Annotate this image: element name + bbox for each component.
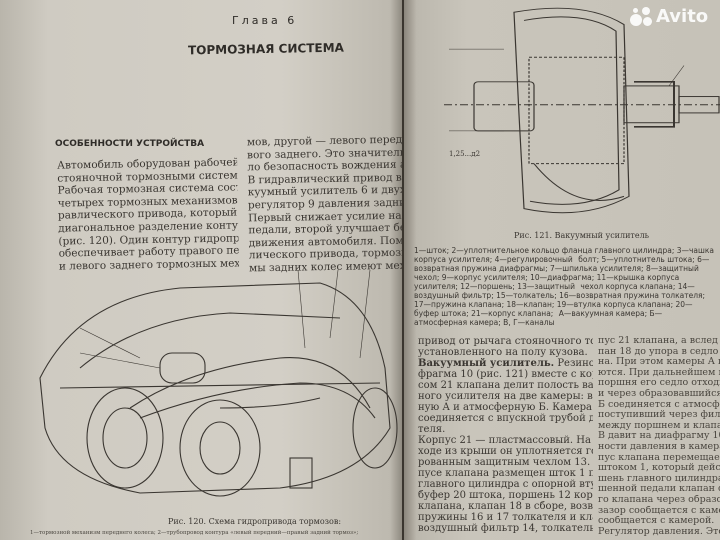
text-run: главного цилиндра с опорной втулкой, xyxy=(418,479,593,490)
text-line: сом 21 клапана делит полость вакуум- xyxy=(418,380,593,391)
watermark-text: Avito xyxy=(656,6,709,27)
text-line: ности давления в камерах А и xyxy=(598,441,720,452)
text-run: Корпус 21 — пластмассовый. На вы- xyxy=(418,435,593,446)
avito-logo-icon xyxy=(630,6,652,27)
text-run: ную А и атмосферную Б. Камера А xyxy=(418,402,593,413)
text-run: воздушный фильтр 14, толкатель 15 xyxy=(418,523,593,534)
figure-121-legend: 1—шток; 2—уплотнительное кольцо фланца г… xyxy=(414,246,714,327)
text-line: буфер 20 штока, поршень 12 корпуса xyxy=(418,490,593,501)
text-line: рованным защитным чехлом 13. В кор- xyxy=(418,457,593,468)
text-run: пусе клапана размещен шток 1 привода xyxy=(418,468,593,479)
text-run: буфер 20 штока, поршень 12 корпуса xyxy=(418,490,593,501)
text-line: между поршнем и клапаном xyxy=(598,420,720,431)
text-run: ходе из крыши он уплотняется гофри- xyxy=(418,446,593,457)
right-page: 1,25...д2 Рис. 121. Вакуумный усилитель … xyxy=(404,0,720,540)
legend-line: болт; 5—уплотнитель штока; 6—возвратная … xyxy=(414,255,710,273)
legend-line: 1—шток; 2—уплотнительное кольцо фланца г… xyxy=(414,246,715,264)
text-run: рованным защитным чехлом 13. В кор- xyxy=(418,457,593,468)
text-run: фрагма 10 (рис. 121) вместе с корпу- xyxy=(418,369,593,380)
section-heading: ОСОБЕННОСТИ УСТРОЙСТВА xyxy=(55,139,205,149)
right-text-column-2: пус 21 клапана, а вслед за нимпан 18 до … xyxy=(598,336,720,537)
text-line: шенной педали клапан отходит xyxy=(598,484,720,495)
text-line: ходе из крыши он уплотняется гофри- xyxy=(418,446,593,457)
text-line: главного цилиндра с опорной втулкой, xyxy=(418,479,593,490)
text-run: привод от рычага стояночного тормоза, xyxy=(418,336,593,347)
text-line: пружины 16 и 17 толкателя и клапана, xyxy=(418,512,593,523)
text-line: соединяется с впускной трубой двига- xyxy=(418,413,593,424)
text-line: шень главного цилиндра. П xyxy=(598,473,720,484)
text-line: Регулятор давления. Это у xyxy=(598,526,720,537)
text-line: фрагма 10 (рис. 121) вместе с корпу- xyxy=(418,369,593,380)
text-line: ного усилителя на две камеры: вакуум- xyxy=(418,391,593,402)
figure-121-caption: Рис. 121. Вакуумный усилитель xyxy=(514,231,650,240)
text-line: зазор сообщается с камер xyxy=(598,505,720,516)
brake-system-diagram xyxy=(39,269,398,497)
legend-line: А—вакуумная камера; Б—атмосферная камера… xyxy=(414,309,663,327)
vacuum-booster-diagram xyxy=(444,7,720,214)
legend-line: чехол корпуса клапана; 14—воздушный филь… xyxy=(414,282,706,300)
text-line: го клапана через образов xyxy=(598,494,720,505)
text-line: привод от рычага стояночного тормоза, xyxy=(418,336,593,347)
text-line: пусе клапана размещен шток 1 привода xyxy=(418,468,593,479)
text-line: и через образовавшийся зазор xyxy=(598,388,720,399)
text-run: ного усилителя на две камеры: вакуум- xyxy=(418,391,593,402)
text-line: В давит на диафрагму 10. За сч xyxy=(598,431,720,442)
legend-line: 17—пружина клапана; 18—клапан; 19—втулка… xyxy=(414,300,693,318)
legend-line: чехол; 9—корпус усилителя; 10—диафрагма;… xyxy=(414,273,680,291)
chapter-title: ТОРМОЗНАЯ СИСТЕМА xyxy=(187,40,344,58)
text-line: ную А и атмосферную Б. Камера А xyxy=(418,402,593,413)
text-run: Резиновая диа- xyxy=(557,358,593,369)
text-run: пружины 16 и 17 толкателя и клапана, xyxy=(418,512,593,523)
text-line: пан 18 до упора в седло корпуса xyxy=(598,346,720,357)
text-line: поршня его седло отходит от кла- xyxy=(598,378,720,389)
text-line: пус 21 клапана, а вслед за ним xyxy=(598,336,720,346)
text-line: воздушный фильтр 14, толкатель 15 xyxy=(418,523,593,534)
text-line: сообщается с камерой. xyxy=(598,516,715,527)
text-column-2: мов, другой — левого переднего и пра-вог… xyxy=(247,134,402,275)
figure-120-caption: Рис. 120. Схема гидропривода тормозов: xyxy=(168,517,342,526)
text-line: Вакуумный усилитель. Резиновая диа- xyxy=(418,358,593,369)
text-line: теля. xyxy=(418,424,593,435)
figure-120-legend: 1—тормозной механизм переднего колеса; 2… xyxy=(30,530,359,536)
avito-watermark: Avito xyxy=(630,6,708,27)
text-line: клапана, клапан 18 в сборе, возвратные xyxy=(418,501,593,512)
text-run: теля. xyxy=(418,424,446,435)
text-line: штоком 1, который действует xyxy=(598,463,720,474)
dimension-label: 1,25...д2 xyxy=(449,150,481,158)
text-run: клапана, клапан 18 в сборе, возвратные xyxy=(418,501,593,512)
text-line: установленного на полу кузова. xyxy=(418,347,593,358)
text-line: Б соединяется с атмосферой. xyxy=(598,399,720,410)
right-text-column-1: привод от рычага стояночного тормоза,уст… xyxy=(418,336,593,534)
run-in-heading: Вакуумный усилитель. xyxy=(418,358,555,369)
text-line: ются. При дальнейшем переме- xyxy=(598,367,720,378)
text-run: установленного на полу кузова. xyxy=(418,347,588,358)
text-run: сом 21 клапана делит полость вакуум- xyxy=(418,380,593,391)
text-line: поступивший через фильтр 14 xyxy=(598,410,720,421)
text-line: Корпус 21 — пластмассовый. На вы- xyxy=(418,435,593,446)
left-page: Глава 6 ТОРМОЗНАЯ СИСТЕМА ОСОБЕННОСТИ УС… xyxy=(0,0,402,540)
text-line: на. При этом камеры А и Б раз- xyxy=(598,357,720,368)
text-run: соединяется с впускной трубой двига- xyxy=(418,413,593,424)
chapter-label: Глава 6 xyxy=(232,14,298,27)
text-line: пус клапана перемещается в xyxy=(598,452,720,463)
